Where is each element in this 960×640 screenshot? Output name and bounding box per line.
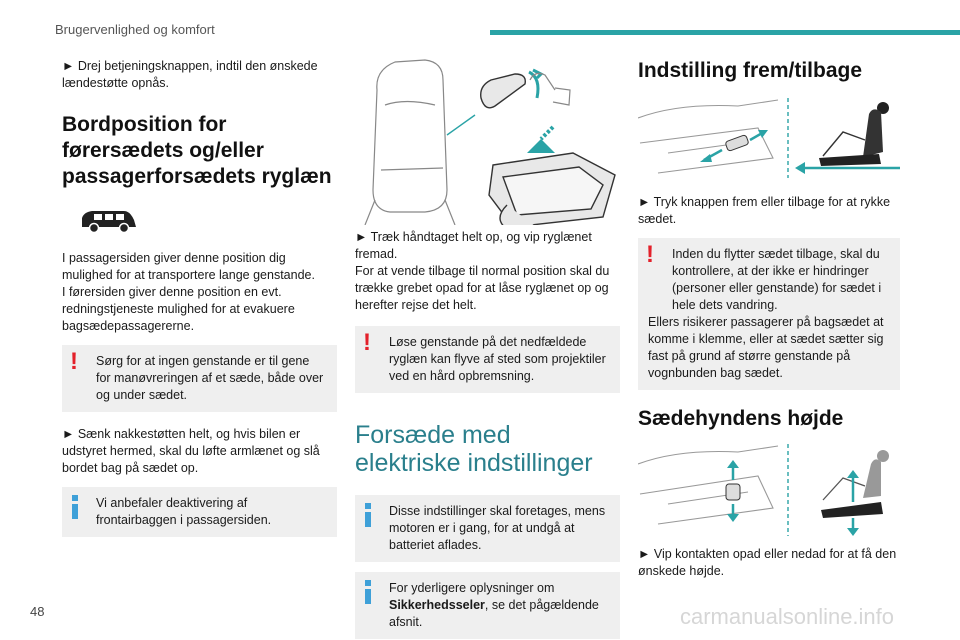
body-paragraph-1: I passagersiden giver denne position dig… [62,251,315,282]
info-box-3: For yderligere oplysninger om Sikkerheds… [355,572,620,639]
warning-text-3a: Inden du flytter sædet tilbage, skal du … [672,247,882,312]
intro-step: ► Drej betjeningsknappen, indtil den øns… [62,59,318,90]
info-icon [72,495,78,519]
warning-text-2: Løse genstande på det nedfældede ryglæn … [389,335,606,383]
headrest-step: ► Sænk nakkestøtten helt, og hvis bilen … [62,427,320,475]
fore-aft-illustration [638,98,900,178]
column-2: ► Træk håndtaget helt op, og vip ryglæne… [355,50,620,639]
column-3: Indstilling frem/tilbage [638,58,900,580]
warning-text: Sørg for at ingen genstande er til gene … [96,354,324,402]
warning-icon: ! [646,241,654,268]
fold-step: ► Træk håndtaget helt op, og vip ryglæne… [355,230,592,261]
warning-icon: ! [70,348,78,375]
body-paragraph-2: I førersiden giver denne position en evt… [62,285,295,333]
seat-fold-illustration [355,50,620,225]
warning-box-3: ! Inden du flytter sædet tilbage, skal d… [638,238,900,390]
header-accent-bar [490,30,960,35]
info-text-2: Disse indstillinger skal foretages, mens… [389,504,606,552]
cushion-height-heading: Sædehyndens højde [638,407,844,430]
watermark: carmanualsonline.info [680,604,895,629]
height-step: ► Vip kontakten opad eller nedad for at … [638,547,897,578]
info-icon [365,580,371,604]
table-position-heading: Bordposition for førersædets og/eller pa… [62,113,332,188]
info-text-3: For yderligere oplysninger om Sikkerheds… [389,581,599,629]
warning-text-3b: Ellers risikerer passagerer på bagsædet … [648,315,884,380]
fore-aft-step: ► Tryk knappen frem eller tilbage for at… [638,195,891,226]
electric-seat-heading: Forsæde med elektriske indstillinger [355,421,593,477]
section-title: Brugervenlighed og komfort [55,22,215,37]
warning-box: ! Sørg for at ingen genstande er til gen… [62,345,337,412]
van-icon [78,208,337,234]
height-illustration [638,444,900,536]
column-1: ► Drej betjeningsknappen, indtil den øns… [62,58,337,537]
info-box: Vi anbefaler deaktivering af frontairbag… [62,487,337,537]
info-icon [365,503,371,527]
page-number: 48 [30,604,45,619]
warning-icon: ! [363,329,371,356]
info-text: Vi anbefaler deaktivering af frontairbag… [96,496,272,527]
return-text: For at vende tilbage til normal position… [355,264,610,312]
fore-aft-heading: Indstilling frem/tilbage [638,59,863,82]
info-box-2: Disse indstillinger skal foretages, mens… [355,495,620,562]
warning-box-2: ! Løse genstande på det nedfældede ryglæ… [355,326,620,393]
